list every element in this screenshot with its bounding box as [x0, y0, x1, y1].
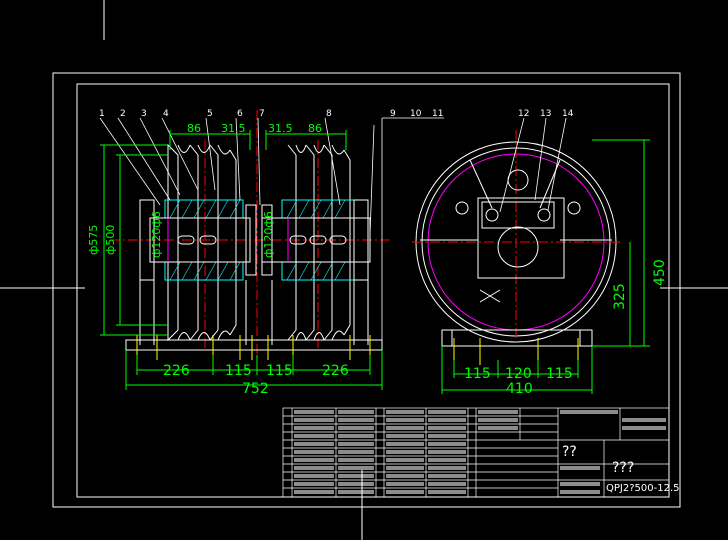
dim-shaft-right: ф120ф6 — [262, 211, 275, 258]
title-block-fills — [294, 410, 666, 494]
part-no-5: 5 — [207, 109, 213, 119]
dim-bottom-226-right: 226 — [322, 363, 349, 379]
dim-bottom-115-b: 115 — [266, 363, 293, 379]
bolt-hole-left — [485, 208, 499, 222]
side-dimension-lines — [441, 139, 650, 394]
part-no-13: 13 — [540, 109, 551, 119]
dim-side-115-left: 115 — [464, 366, 491, 382]
dim-side-115-right: 115 — [546, 366, 573, 382]
title-marks: ?? — [562, 444, 577, 460]
title-block — [282, 407, 670, 498]
bore — [497, 226, 539, 268]
dim-height-450: 450 — [652, 259, 668, 286]
anchor-bolts — [136, 335, 371, 360]
dim-side-410: 410 — [506, 381, 533, 397]
sheet-border — [52, 72, 681, 508]
side-hole-left — [455, 201, 469, 215]
wheel-radius-lines — [167, 218, 289, 262]
bearing-housing — [477, 197, 565, 279]
dim-side-120: 120 — [505, 366, 532, 382]
spokes — [420, 159, 612, 303]
bottom-dimension-lines — [125, 350, 383, 390]
part-no-11: 11 — [432, 109, 443, 119]
dim-top-31-5-a: 31.5 — [221, 122, 246, 135]
part-no-3: 3 — [141, 109, 147, 119]
dim-top-86-right: 86 — [308, 122, 322, 135]
part-no-8: 8 — [326, 109, 332, 119]
side-part-leaders — [499, 117, 567, 213]
support-legs — [125, 280, 383, 351]
dim-dia-500: ф500 — [104, 225, 117, 255]
part-no-9: 9 — [390, 109, 396, 119]
part-leaders — [99, 117, 444, 340]
part-no-12: 12 — [518, 109, 529, 119]
right-bearing — [353, 199, 369, 281]
dim-bottom-115-a: 115 — [225, 363, 252, 379]
part-no-7: 7 — [259, 109, 265, 119]
shaft-keyways — [177, 235, 347, 245]
top-plate — [481, 201, 555, 229]
part-no-1: 1 — [99, 109, 105, 119]
left-shaft — [149, 217, 251, 263]
mid-bearing-right — [261, 204, 273, 276]
dim-bottom-226-left: 226 — [163, 363, 190, 379]
part-no-4: 4 — [163, 109, 169, 119]
dim-overall-752: 752 — [242, 381, 269, 397]
company-marks: ??? — [612, 460, 634, 476]
drawing-code: QPJ2?500-12.5 — [606, 483, 679, 494]
part-numbers-left: 1 2 3 4 5 6 7 8 9 10 11 — [99, 109, 443, 119]
part-no-10: 10 — [410, 109, 422, 119]
left-bearing — [139, 199, 155, 281]
hatch-lines — [169, 199, 346, 281]
right-sheave-group — [287, 144, 351, 341]
mid-bearing-left — [245, 204, 257, 276]
diameter-dimension-lines — [100, 144, 168, 336]
part-no-6: 6 — [237, 109, 243, 119]
lift-eye — [507, 169, 529, 191]
dim-top-31-5-b: 31.5 — [268, 122, 293, 135]
part-no-2: 2 — [120, 109, 126, 119]
side-view: 12 13 14 115 120 115 410 450 325 — [412, 109, 668, 397]
dim-shaft-left: ф120ф6 — [150, 211, 163, 258]
dim-dia-575: ф575 — [87, 225, 100, 255]
bolt-hole-right — [537, 208, 551, 222]
dim-top-86-left: 86 — [187, 122, 201, 135]
top-dimension-lines — [169, 130, 347, 150]
base-frame — [441, 329, 593, 347]
front-section-view: 1 2 3 4 5 6 7 8 9 10 11 86 31.5 31.5 86 — [87, 109, 444, 397]
side-hole-right — [567, 201, 581, 215]
left-sheave-group — [167, 143, 237, 342]
dim-height-325: 325 — [612, 283, 628, 310]
part-no-14: 14 — [562, 109, 574, 119]
